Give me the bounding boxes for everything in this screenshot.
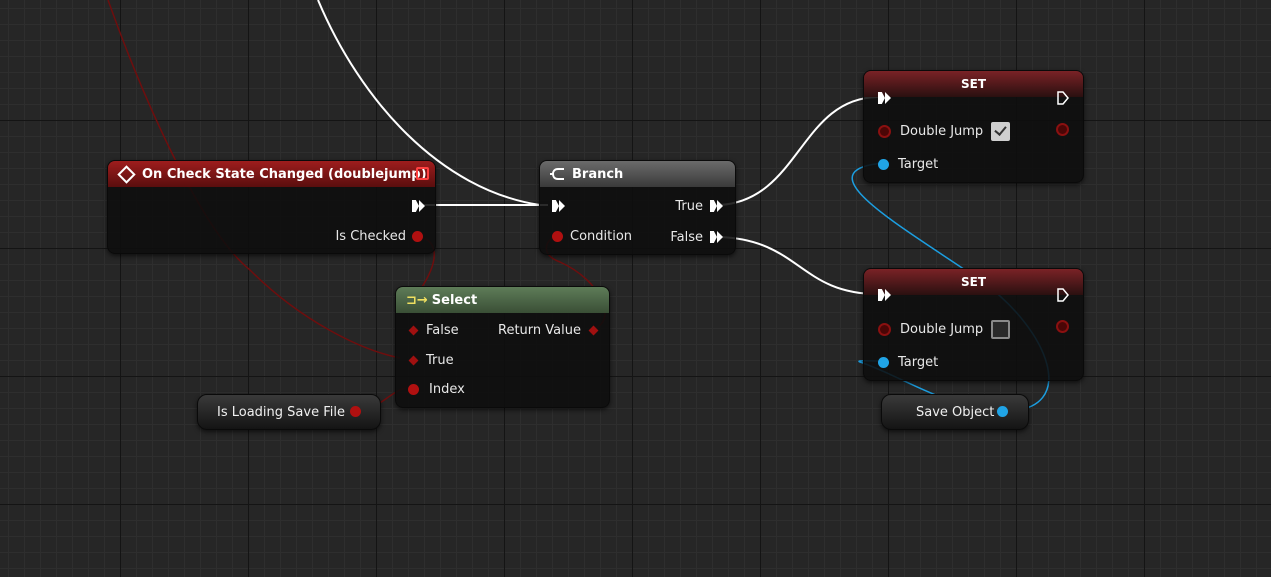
event-is-checked-pin[interactable]: Is Checked: [335, 227, 423, 245]
delegate-icon[interactable]: [416, 167, 429, 180]
exec-wire-false-to-set: [719, 236, 879, 295]
exec-pin-icon: [552, 200, 559, 212]
exec-pin-arrow: [559, 200, 565, 212]
exec-pin-icon: [710, 200, 717, 212]
wildcard-pin-icon: [408, 325, 419, 335]
set-node-unchecked-header[interactable]: SET: [864, 269, 1083, 295]
exec-pin-icon: [878, 289, 885, 301]
branch-node[interactable]: Branch True Condition False: [539, 160, 736, 255]
select-node-title: Select: [431, 292, 478, 308]
select-node-header[interactable]: ⊐→ Select: [396, 287, 609, 313]
set-checked-bool-out-pin[interactable]: [1056, 123, 1069, 136]
branch-false-label: False: [670, 229, 703, 245]
set-node-unchecked-title: SET: [960, 275, 987, 289]
set-checked-exec-in-pin[interactable]: [878, 89, 891, 107]
object-pin-icon: [878, 356, 889, 368]
exec-wire-true-to-set: [719, 96, 879, 206]
branch-condition-pin[interactable]: Condition: [552, 227, 632, 245]
is-checked-label: Is Checked: [335, 228, 406, 244]
set-unchecked-bool-out-pin[interactable]: [1056, 320, 1069, 333]
set-checked-target-pin[interactable]: Target: [878, 155, 938, 173]
branch-true-pin[interactable]: True: [675, 197, 723, 215]
diamond-event-icon: [117, 164, 136, 184]
select-icon: ⊐→: [406, 292, 428, 308]
event-node-title: On Check State Changed (doublejump): [142, 166, 427, 182]
set-checked-exec-out-pin[interactable]: [1057, 91, 1069, 105]
branch-node-title: Branch: [572, 166, 624, 182]
select-return-value-pin[interactable]: Return Value: [498, 321, 599, 339]
exec-pin-icon: [412, 200, 419, 212]
set-unchecked-var-label: Double Jump: [900, 321, 984, 337]
event-node-on-check-state-changed[interactable]: On Check State Changed (doublejump) Is C…: [107, 160, 436, 254]
wildcard-pin-icon: [408, 355, 419, 365]
event-exec-out-pin[interactable]: [412, 197, 425, 215]
set-node-unchecked[interactable]: SET Double Jump Target: [863, 268, 1084, 381]
set-unchecked-target-label: Target: [898, 354, 939, 370]
is-loading-save-file-getter[interactable]: Is Loading Save File: [197, 394, 381, 430]
select-true-label: True: [426, 352, 454, 368]
select-true-pin[interactable]: True: [408, 351, 454, 369]
wildcard-pin-icon: [588, 325, 599, 335]
branch-true-label: True: [675, 198, 703, 214]
exec-pin-arrow: [419, 200, 425, 212]
select-index-pin[interactable]: Index: [408, 380, 465, 398]
bool-pin-icon: [552, 230, 563, 242]
set-node-checked-title: SET: [960, 77, 987, 91]
bool-pin-icon[interactable]: [350, 406, 361, 417]
is-loading-save-file-label: Is Loading Save File: [217, 404, 345, 420]
branch-condition-label: Condition: [570, 228, 633, 244]
set-node-checked[interactable]: SET Double Jump Target: [863, 70, 1084, 183]
set-unchecked-exec-out-pin[interactable]: [1057, 288, 1069, 302]
select-false-label: False: [426, 322, 459, 338]
exec-pin-arrow: [717, 200, 723, 212]
set-checked-double-jump-pin[interactable]: Double Jump: [878, 121, 1011, 141]
select-index-label: Index: [429, 381, 465, 397]
event-node-header[interactable]: On Check State Changed (doublejump): [108, 161, 435, 187]
double-jump-checkbox-checked[interactable]: [991, 121, 1011, 141]
exec-pin-arrow: [717, 231, 723, 243]
set-unchecked-exec-in-pin[interactable]: [878, 286, 891, 304]
branch-icon: [550, 168, 564, 180]
exec-pin-arrow: [885, 92, 891, 104]
double-jump-checkbox-unchecked[interactable]: [991, 319, 1011, 339]
exec-pin-icon: [878, 92, 885, 104]
set-unchecked-target-pin[interactable]: Target: [878, 353, 938, 371]
bool-wire-top-left: [107, 0, 401, 359]
bool-pin-icon: [408, 383, 419, 395]
set-node-checked-header[interactable]: SET: [864, 71, 1083, 97]
exec-pin-icon: [710, 231, 717, 243]
bool-pin-icon: [878, 322, 891, 336]
set-checked-target-label: Target: [898, 156, 939, 172]
bool-pin-icon: [878, 124, 891, 138]
select-node[interactable]: ⊐→ Select False Return Value True Index: [395, 286, 610, 408]
select-return-label: Return Value: [498, 322, 581, 338]
branch-false-pin[interactable]: False: [670, 228, 723, 246]
object-pin-icon[interactable]: [997, 406, 1008, 417]
exec-pin-arrow: [885, 289, 891, 301]
save-object-getter[interactable]: Save Object: [881, 394, 1029, 430]
bool-pin-icon: [412, 230, 423, 242]
save-object-label: Save Object: [916, 404, 995, 420]
set-checked-var-label: Double Jump: [900, 123, 984, 139]
branch-exec-in-pin[interactable]: [552, 197, 565, 215]
select-false-pin[interactable]: False: [408, 321, 459, 339]
branch-node-header[interactable]: Branch: [540, 161, 735, 187]
object-pin-icon: [878, 158, 889, 170]
set-unchecked-double-jump-pin[interactable]: Double Jump: [878, 319, 1011, 339]
exec-wire-top: [317, 0, 541, 206]
